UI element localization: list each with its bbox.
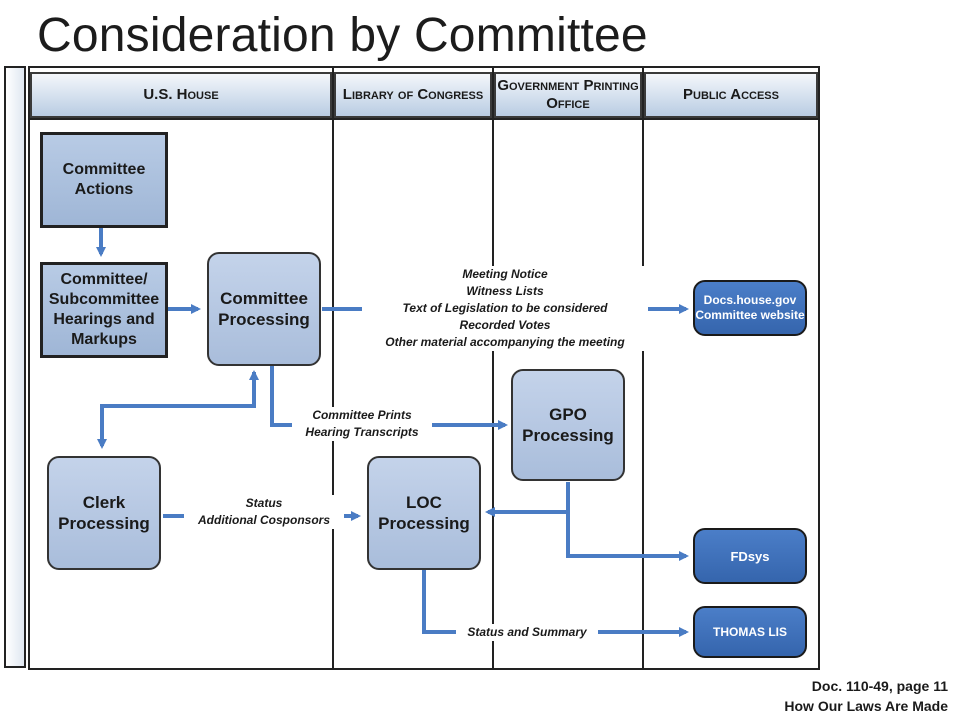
edge-label-line: Committee Prints [312, 408, 412, 422]
header-divider [28, 118, 820, 120]
fdsys-box: FDsys [693, 528, 807, 584]
lane-header-gpo: Government Printing Office [494, 72, 642, 118]
page-title: Consideration by Committee [37, 9, 648, 62]
edge-label-line: Text of Legislation to be considered [402, 301, 608, 315]
arrow-gpo-to-loc [485, 482, 570, 517]
edge-label-line: Recorded Votes [459, 318, 551, 332]
edge-label-line: Other material accompanying the meeting [385, 335, 625, 349]
hearings-box: Committee/ Subcommittee Hearings and Mar… [40, 262, 168, 358]
edge-label-line: Hearing Transcripts [305, 425, 419, 439]
clerk-processing-box: Clerk Processing [47, 456, 161, 570]
committee-actions-box: Committee Actions [40, 132, 168, 228]
lane-header-public: Public Access [644, 72, 818, 118]
lane-divider-3 [642, 66, 644, 670]
lane-divider-2 [492, 66, 494, 670]
arrow-gpo-to-fdsys [566, 512, 689, 561]
doc-source: How Our Laws Are Made [784, 698, 948, 714]
edge-label-line: Additional Cosponsors [198, 513, 330, 527]
loc-processing-box: LOC Processing [367, 456, 481, 570]
edge-label-line: Status [245, 496, 283, 510]
arrow-processing-to-clerk [97, 372, 256, 449]
edge-label-line: Witness Lists [466, 284, 544, 298]
lane-header-loc: Library of Congress [334, 72, 492, 118]
lane-divider-1 [332, 66, 334, 670]
left-strip [4, 66, 26, 668]
docs-house-box: Docs.house.gov Committee website [693, 280, 807, 336]
thomas-box: THOMAS LIS [693, 606, 807, 658]
gpo-processing-box: GPO Processing [511, 369, 625, 481]
meeting-materials-label: Meeting Notice Witness Lists Text of Leg… [362, 266, 648, 351]
prints-label: Committee Prints Hearing Transcripts [292, 407, 432, 441]
lane-header-house: U.S. House [30, 72, 332, 118]
edge-label-line: Meeting Notice [462, 267, 548, 281]
committee-processing-box: Committee Processing [207, 252, 321, 366]
doc-reference: Doc. 110-49, page 11 [811, 678, 948, 694]
status-label: Status Additional Cosponsors [184, 495, 344, 529]
arrow-loc-to-thomas [422, 570, 689, 637]
summary-label: Status and Summary [456, 624, 598, 641]
